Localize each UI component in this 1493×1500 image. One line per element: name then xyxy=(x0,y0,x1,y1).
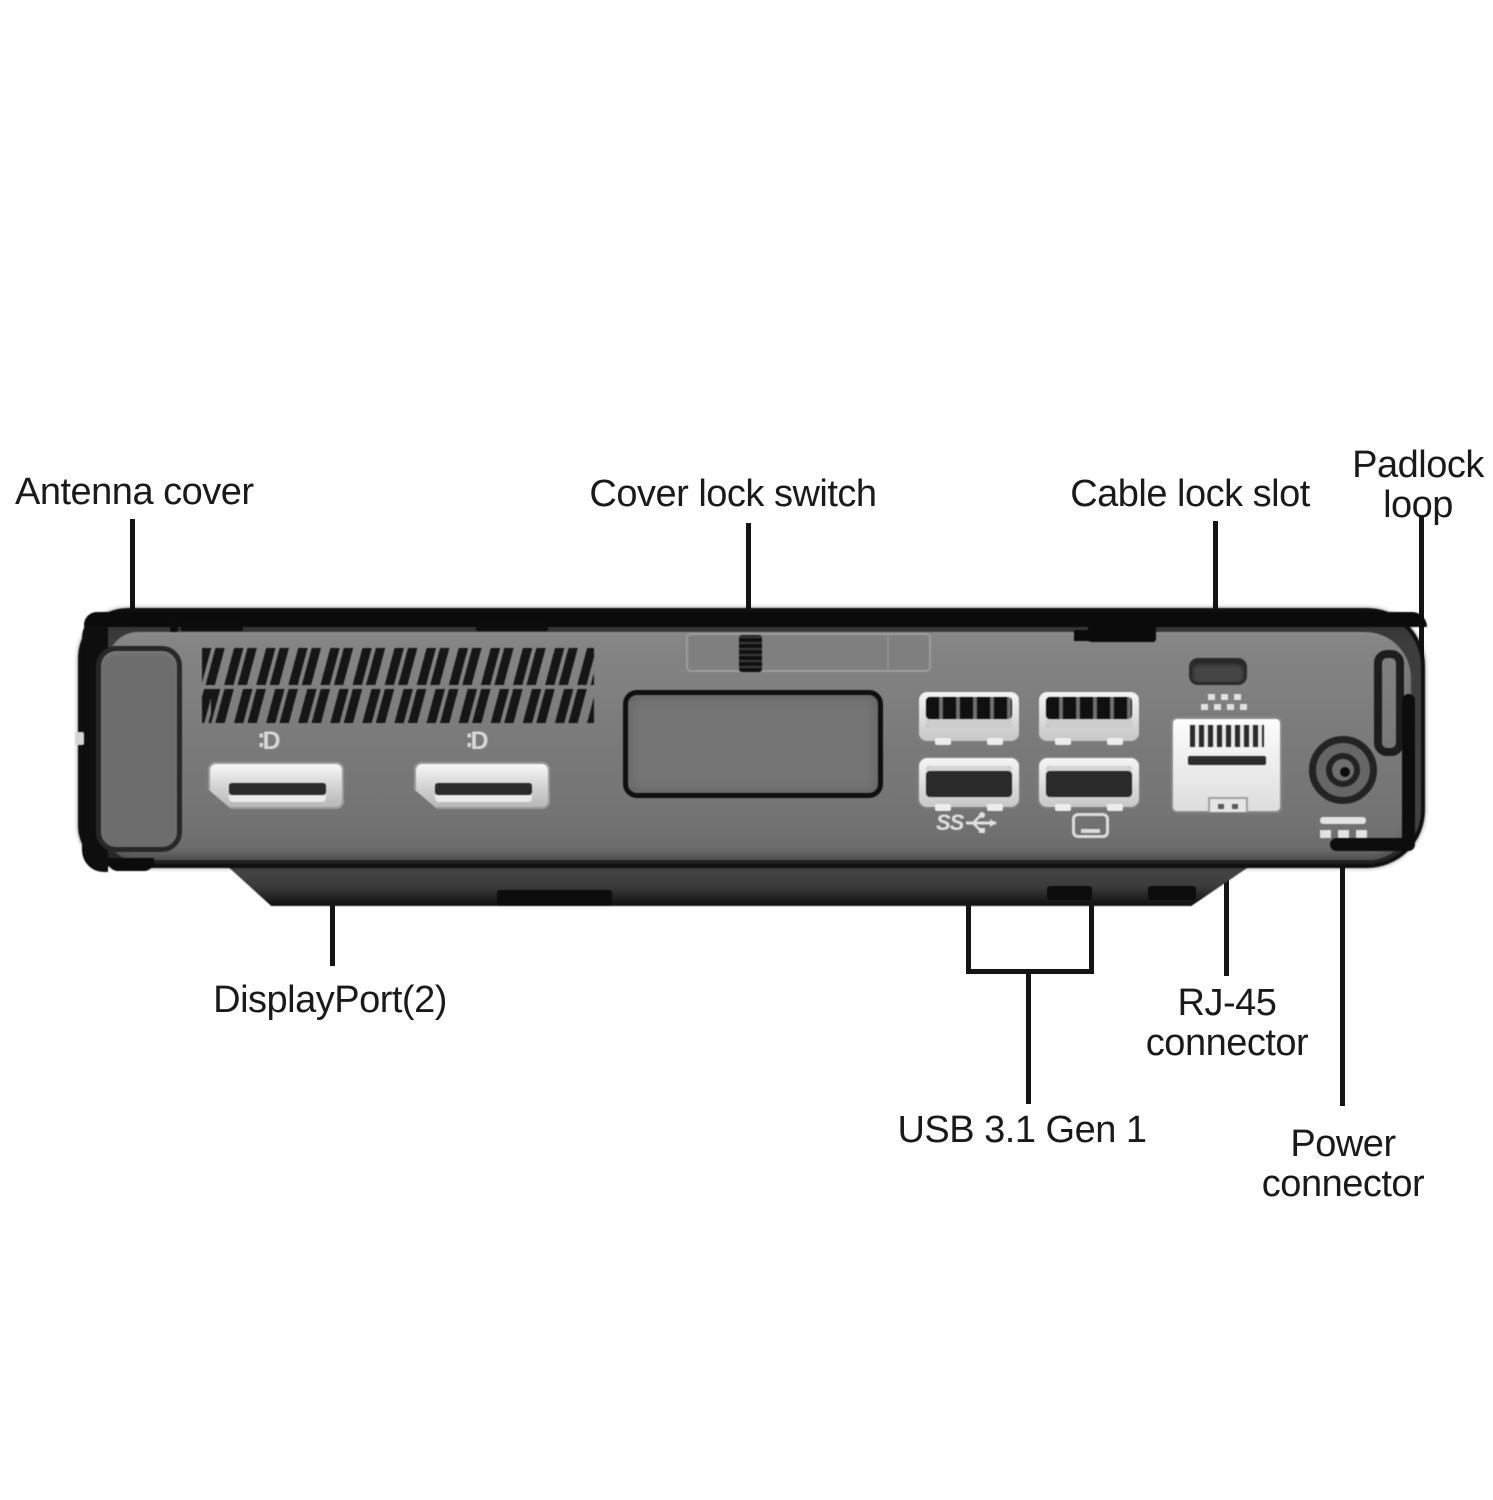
panel-screw-mark xyxy=(170,618,178,632)
left-edge-notch xyxy=(75,732,84,745)
leader-cable-lock-slot xyxy=(1213,521,1218,661)
label-rj45-line2: connector xyxy=(1145,1022,1309,1065)
leader-usb-bracket xyxy=(966,969,1094,974)
cover-lock-switch-tray xyxy=(686,633,931,672)
label-padlock-loop-line2: loop xyxy=(1383,484,1453,527)
right-edge-trim-horizontal xyxy=(1330,838,1415,851)
label-usb: USB 3.1 Gen 1 xyxy=(897,1109,1147,1151)
usb-slot xyxy=(1046,766,1132,797)
usb-slot xyxy=(926,697,1012,728)
power-icon xyxy=(1320,817,1366,824)
chassis-top-edge xyxy=(84,612,1427,627)
right-edge-trim-vertical xyxy=(1402,694,1415,846)
displayport-slot xyxy=(435,783,532,802)
power-connector xyxy=(1309,736,1377,804)
leader-dp-drop xyxy=(330,852,335,966)
leader-cover-lock-switch xyxy=(746,523,751,643)
displayport-2 xyxy=(414,762,550,809)
leader-usb-drop xyxy=(1026,973,1031,1104)
usb-port-top-right xyxy=(1037,690,1141,745)
rear-latch-step xyxy=(1074,630,1092,641)
mini-pc-rear-view: ∶D ∶D xyxy=(75,608,1427,918)
displayport-1 xyxy=(208,762,344,809)
chassis-left-foot xyxy=(108,858,154,871)
label-rj45-line1: RJ-45 xyxy=(1177,982,1277,1024)
leader-rj45 xyxy=(1224,814,1229,976)
rj45-contact-bar xyxy=(1188,756,1266,765)
panel-vent-dash xyxy=(181,621,243,631)
vent-grille-row1 xyxy=(202,648,594,685)
displayport-slot xyxy=(229,783,326,802)
cover-lock-switch xyxy=(739,635,762,672)
power-connector-pin xyxy=(1340,767,1350,777)
rear-latch xyxy=(1088,622,1156,642)
option-port-blank xyxy=(623,690,883,798)
rubber-foot xyxy=(1047,886,1092,900)
antenna-cover xyxy=(96,646,182,852)
label-power: Power connector xyxy=(1261,1123,1425,1206)
power-icon-dash xyxy=(1356,830,1367,838)
panel-vent-dash xyxy=(476,621,548,631)
usb-trident-icon xyxy=(966,812,997,833)
leader-usb-right xyxy=(1089,854,1094,974)
usb-slot xyxy=(926,766,1012,797)
vent-grille-row2 xyxy=(202,689,594,723)
padlock-loop xyxy=(1374,650,1404,756)
rj45-connector xyxy=(1171,717,1282,813)
usb-slot xyxy=(1046,697,1132,728)
leader-usb-left xyxy=(966,854,971,974)
displayport-icon: ∶D xyxy=(466,727,489,755)
rubber-foot xyxy=(1148,886,1196,900)
label-power-line1: Power xyxy=(1290,1123,1396,1165)
superspeed-usb-text: SS xyxy=(936,810,964,835)
label-cable-lock-slot: Cable lock slot xyxy=(1070,473,1310,515)
label-padlock-loop: Padlock loop xyxy=(1352,445,1484,526)
power-connector-ring xyxy=(1326,753,1360,787)
leader-antenna-cover xyxy=(130,519,135,659)
label-padlock-loop-line1: Padlock xyxy=(1352,444,1484,486)
rj45-latch-notch xyxy=(1208,797,1248,812)
usb-port-bottom-right xyxy=(1037,756,1141,811)
usb-port-top-left xyxy=(917,690,1021,745)
power-icon-dash xyxy=(1320,830,1331,838)
displayport-icon: ∶D xyxy=(258,727,281,755)
label-cover-lock-switch: Cover lock switch xyxy=(589,473,877,515)
leader-power xyxy=(1340,851,1345,1106)
leader-padlock-loop xyxy=(1419,517,1424,709)
label-antenna-cover: Antenna cover xyxy=(15,471,254,513)
superspeed-usb-icon: SS xyxy=(936,810,999,836)
usb-display-icon xyxy=(1072,813,1109,838)
rubber-foot xyxy=(497,890,612,906)
cable-lock-slot xyxy=(1189,658,1247,685)
network-icon xyxy=(1201,694,1247,712)
label-rj45: RJ-45 connector xyxy=(1145,982,1309,1065)
label-displayport: DisplayPort(2) xyxy=(213,979,447,1021)
usb-port-bottom-left xyxy=(917,756,1021,811)
label-power-line2: connector xyxy=(1261,1163,1425,1206)
chassis-bottom xyxy=(225,864,1253,906)
power-icon-dash xyxy=(1338,830,1349,838)
rj45-pins xyxy=(1190,725,1264,747)
